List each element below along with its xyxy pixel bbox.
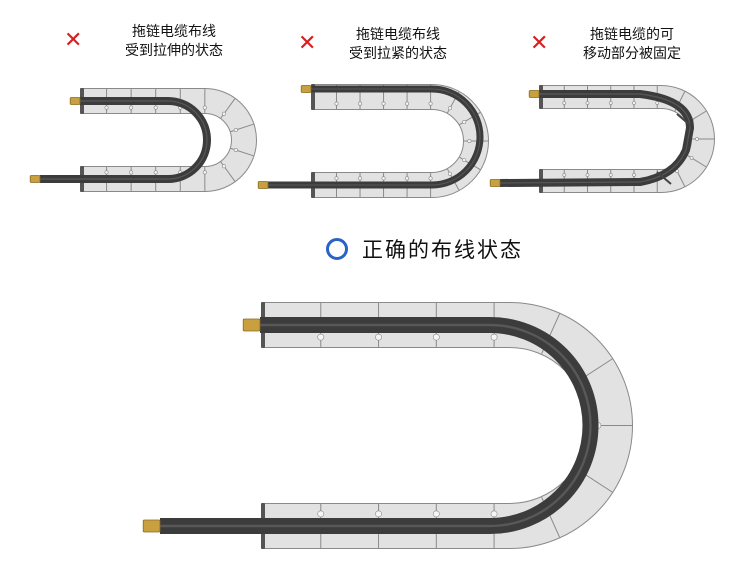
panel-3-line2: 移动部分被固定 (583, 46, 681, 62)
panel2-chain-pin (467, 139, 472, 143)
panel2-chain-pin (405, 101, 410, 106)
panel1-chain-pin (202, 105, 207, 110)
panel2-cable-highlight (268, 88, 481, 186)
correct-chain-pin (432, 333, 440, 341)
panel2-chain-pin (381, 101, 386, 106)
panel3-chain-pin (689, 156, 694, 160)
panel3-chain-pin (632, 173, 636, 177)
panel-2-line2: 受到拉紧的状态 (349, 46, 447, 62)
correct-heading: 正确的布线状态 (326, 234, 523, 264)
panel2-chain-pin (448, 106, 452, 111)
panel1-chain-pin (129, 170, 134, 175)
panel2-chain-pin (428, 176, 433, 181)
panel2-chain-pin (405, 176, 410, 181)
panel2-connector-2 (257, 181, 269, 189)
panel1-chain-band (82, 89, 256, 191)
panel-2-line1: 拖链电缆布线 (356, 27, 440, 43)
panel1-cable-highlight (40, 100, 208, 180)
panel1-connector-1 (69, 97, 81, 105)
panel1-chain-pin (233, 127, 238, 132)
panel2-chain-pin (462, 119, 467, 124)
wrong-mark-icon-1: ✕ (64, 28, 83, 53)
correct-chain-pin (375, 510, 382, 518)
correct-label: 正确的布线状态 (362, 238, 523, 262)
panel2-chain-pin (462, 158, 467, 163)
panel1-chain-pin (104, 105, 109, 110)
panel-3-caption: 拖链电缆的可 移动部分被固定 (557, 26, 707, 64)
panel1-chain-pin (221, 111, 226, 116)
panel-3-line1: 拖链电缆的可 (590, 27, 674, 43)
wrong-mark-icon-3: ✕ (530, 31, 549, 56)
correct-chain-pin (432, 510, 440, 518)
correct-chain-pin (490, 333, 498, 341)
panel2-chain-pin (334, 101, 339, 106)
panel3-connector-2 (489, 179, 501, 187)
panel3-chain-pin (608, 173, 613, 177)
panel3-chain-pin (608, 101, 613, 105)
panel1-chain-pin (153, 170, 158, 175)
panel2-connector-1 (300, 85, 312, 93)
panel2-chain-pin (334, 176, 339, 181)
correct-chain-pin (375, 333, 382, 341)
panel1-chain-pin (233, 148, 238, 153)
panel-1-caption: 拖链电缆布线 受到拉伸的状态 (94, 23, 254, 61)
panel-1-line2: 受到拉伸的状态 (125, 43, 223, 59)
panel3-chain-pin (655, 101, 660, 105)
panel1-chain-pin (129, 105, 134, 110)
correct-circle-icon (326, 238, 348, 260)
panel-2-caption: 拖链电缆布线 受到拉紧的状态 (318, 26, 478, 64)
correct-cable-highlight (160, 323, 592, 528)
panel3-chain-pin (562, 173, 567, 177)
correct-chain-pin (490, 510, 498, 518)
panel1-chain-pin (221, 164, 226, 169)
panel1-connector-2 (29, 175, 41, 183)
panel3-connector-1 (528, 90, 540, 98)
panel3-chain-pin (585, 101, 590, 105)
panel2-chain-pin (428, 101, 433, 106)
panel2-chain-pin (448, 171, 452, 176)
panel3-chain-pin (585, 173, 590, 177)
panel1-chain-pin (104, 170, 109, 175)
panel3-chain-pin (695, 137, 699, 141)
panel-1-line1: 拖链电缆布线 (132, 24, 216, 40)
panel3-cable-highlight (499, 93, 691, 184)
correct-chain-pin (317, 510, 325, 518)
panel2-chain-pin (358, 176, 363, 181)
correct-cable (160, 317, 599, 534)
panel2-chain-pin (358, 101, 363, 106)
panel3-clamp-1 (676, 113, 692, 127)
panel2-chain-band (313, 85, 488, 197)
panel3-chain-pin (632, 101, 636, 105)
panel2-chain-pin (381, 176, 386, 181)
correct-connector-1 (242, 318, 261, 332)
panel1-chain-pin (153, 105, 158, 110)
wrong-mark-icon-2: ✕ (298, 31, 317, 56)
panel3-chain-pin (562, 101, 567, 105)
correct-connector-2 (142, 519, 161, 533)
panel1-chain-pin (202, 170, 207, 175)
correct-chain-pin (317, 333, 325, 341)
panel3-clamp-2 (656, 171, 672, 185)
